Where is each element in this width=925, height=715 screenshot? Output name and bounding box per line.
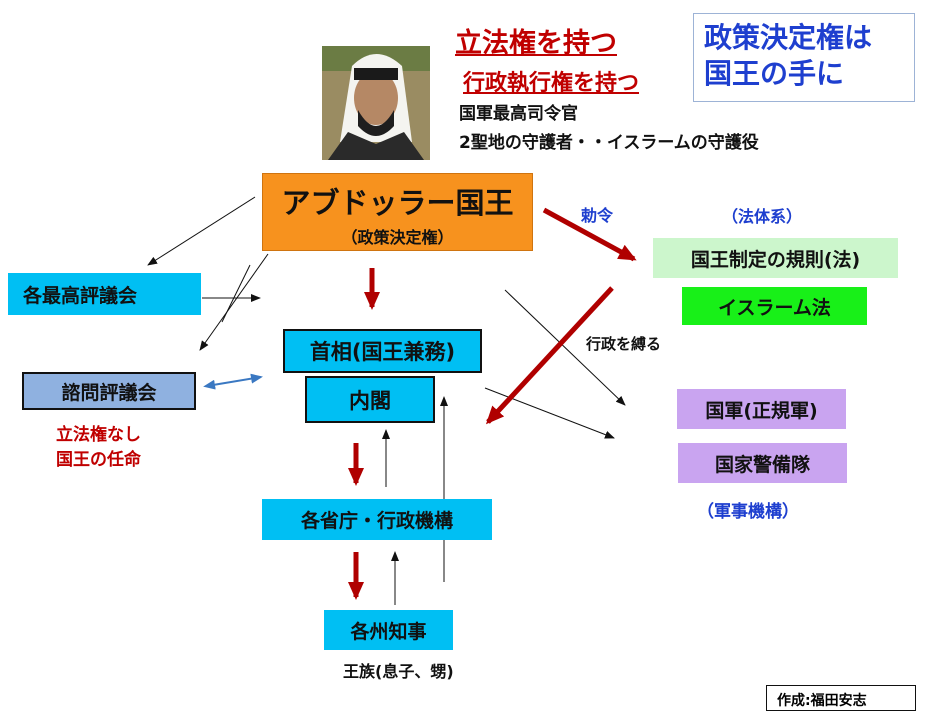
advisory-note-1: 立法権なし: [56, 425, 141, 445]
arrow-king-supreme: [147, 196, 256, 266]
arrow-cabinet-guard: [484, 387, 615, 439]
binds-label: 行政を縛る: [586, 335, 662, 353]
king-sub: （政策決定権）: [341, 228, 454, 247]
credit-box: 作成:福田安志: [766, 685, 916, 711]
army-box: 国軍(正規軍): [677, 389, 846, 429]
military-system-label: （軍事機構）: [697, 502, 799, 522]
islamic-law-box: イスラーム法: [682, 287, 867, 325]
executive-heading: 行政執行権を持つ: [463, 71, 640, 96]
king-box: アブドッラー国王 （政策決定権）: [262, 173, 533, 251]
governors-box: 各州知事: [324, 610, 453, 650]
arrow-advisory-pm: [203, 373, 263, 390]
legislative-heading: 立法権を持つ: [455, 28, 617, 59]
supreme-councils-box: 各最高評議会: [8, 273, 201, 315]
pm-box: 首相(国王兼務): [283, 329, 482, 373]
commander-text: 国軍最高司令官: [459, 104, 578, 124]
governors-note: 王族(息子、甥): [343, 662, 454, 681]
policy-note-line1: 政策決定権は: [704, 21, 873, 54]
advisory-note-2: 国王の任命: [56, 450, 141, 470]
arrow-decree: [542, 207, 637, 262]
cabinet-box: 内閣: [305, 376, 435, 423]
arrow-law-binds: [485, 286, 614, 425]
arrow-king-army: [504, 289, 626, 406]
decree-label: 勅令: [581, 206, 614, 225]
king-portrait: [322, 46, 430, 160]
ministries-box: 各省庁・行政機構: [262, 499, 492, 540]
national-guard-box: 国家警備隊: [678, 443, 847, 483]
king-name: アブドッラー国王: [281, 186, 514, 220]
guardian-text: 2聖地の守護者・・イスラームの守護役: [459, 133, 759, 153]
advisory-council-box: 諮問評議会: [22, 372, 196, 410]
law-system-label: （法体系）: [722, 207, 803, 226]
policy-note-box: 政策決定権は 国王の手に: [693, 13, 915, 102]
arrow-king-advisory: [199, 253, 269, 351]
arrow-cross-line: [221, 264, 251, 323]
royal-rules-box: 国王制定の規則(法): [653, 238, 898, 278]
policy-note-line2: 国王の手に: [704, 57, 845, 90]
